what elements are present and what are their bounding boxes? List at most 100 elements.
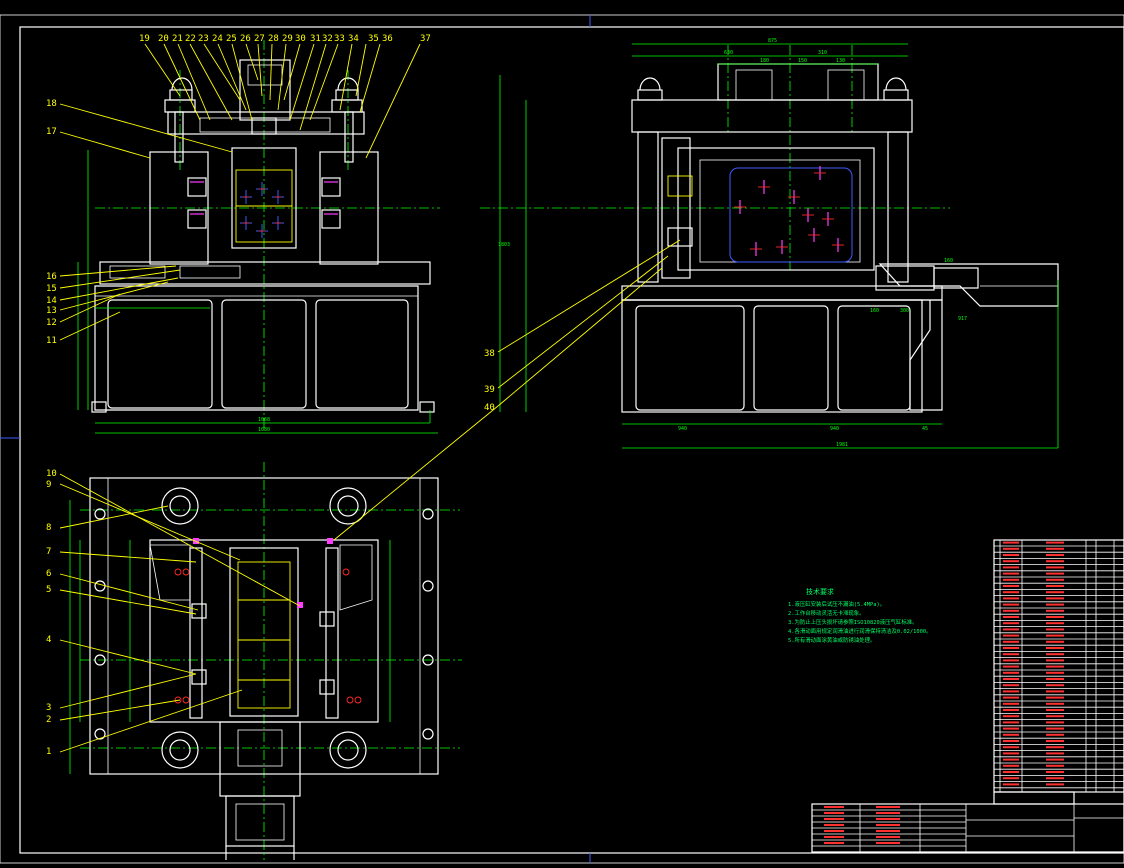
leader-lines bbox=[59, 43, 681, 753]
title-block-text-mark bbox=[876, 818, 900, 820]
part-label-11: 11 bbox=[46, 336, 57, 346]
parts-list-name-mark bbox=[1046, 653, 1064, 656]
parts-list-code-mark bbox=[1003, 709, 1019, 711]
parts-list-code-mark bbox=[1003, 622, 1019, 625]
part-label-6: 6 bbox=[46, 569, 51, 579]
front-view: 1068 1080 bbox=[77, 40, 440, 434]
dim-side-940b: 940 bbox=[830, 426, 839, 432]
parts-list-code-mark bbox=[1003, 578, 1019, 581]
parts-list-code-mark bbox=[1003, 665, 1019, 668]
part-label-23: 23 bbox=[198, 34, 209, 44]
part-label-5: 5 bbox=[46, 585, 51, 595]
part-label-36: 36 bbox=[382, 34, 393, 44]
title-block-text-mark bbox=[876, 806, 900, 808]
title-block-text-mark bbox=[876, 824, 900, 826]
part-label-25: 25 bbox=[226, 34, 237, 44]
parts-list-code-mark bbox=[1003, 653, 1019, 656]
part-label-1: 1 bbox=[46, 747, 51, 757]
parts-list-name-mark bbox=[1046, 771, 1064, 773]
tech-req-title: 技术要求 bbox=[806, 587, 834, 596]
parts-list-name-mark bbox=[1046, 585, 1064, 587]
dim-side-150: 150 bbox=[798, 58, 807, 64]
parts-list-code-mark bbox=[1003, 733, 1019, 736]
side-view: 875 630 310 180 150 130 940 940 45 1981 … bbox=[480, 38, 1059, 449]
parts-list-code-mark bbox=[1003, 547, 1019, 550]
parts-list-code-mark bbox=[1003, 597, 1019, 600]
part-label-28: 28 bbox=[268, 34, 279, 44]
part-label-21: 21 bbox=[172, 34, 183, 44]
title-block-text-mark bbox=[876, 830, 900, 832]
tech-req-line-4: 4.各滑动面用规定润滑油进行润滑保持清洁及0.02/1000。 bbox=[788, 627, 932, 635]
parts-list-code-mark bbox=[1003, 634, 1019, 637]
parts-list-code-mark bbox=[1003, 690, 1019, 693]
parts-list-name-mark bbox=[1046, 541, 1064, 544]
parts-list-name-mark bbox=[1046, 746, 1064, 749]
part-label-16: 16 bbox=[46, 272, 57, 282]
dim-side-917: 917 bbox=[958, 316, 967, 322]
parts-list-code-mark bbox=[1003, 771, 1019, 773]
part-label-20: 20 bbox=[158, 34, 169, 44]
title-block-text-mark bbox=[824, 842, 844, 844]
parts-list-code-mark bbox=[1003, 541, 1019, 544]
parts-list-name-mark bbox=[1046, 647, 1064, 649]
parts-list-name-mark bbox=[1046, 560, 1064, 563]
parts-list-name-mark bbox=[1046, 758, 1064, 761]
dim-side-180: 180 bbox=[760, 58, 769, 64]
part-labels-left-lower: 10 9 8 7 6 5 4 3 2 1 bbox=[46, 469, 57, 757]
parts-list-code-mark bbox=[1003, 721, 1019, 724]
parts-list-name-mark bbox=[1046, 783, 1064, 786]
parts-list-name-mark bbox=[1046, 628, 1064, 631]
part-label-38: 38 bbox=[484, 349, 495, 359]
parts-list-name-mark bbox=[1046, 659, 1064, 662]
title-block-text-mark bbox=[824, 806, 844, 808]
parts-list-name-mark bbox=[1046, 609, 1064, 612]
parts-list-code-mark bbox=[1003, 609, 1019, 612]
part-label-39: 39 bbox=[484, 385, 495, 395]
parts-list-name-mark bbox=[1046, 578, 1064, 581]
part-label-29: 29 bbox=[282, 34, 293, 44]
tech-req-line-5: 5.所有滑动面涂黄油或防锈油处理。 bbox=[788, 636, 875, 644]
tech-req-line-2: 2.工作台移动灵活无卡滞现象。 bbox=[788, 609, 865, 617]
part-label-27: 27 bbox=[254, 34, 265, 44]
part-label-40: 40 bbox=[484, 403, 495, 413]
parts-list-name-mark bbox=[1046, 727, 1064, 730]
part-label-17: 17 bbox=[46, 127, 57, 137]
parts-list-name-mark bbox=[1046, 690, 1064, 693]
part-label-22: 22 bbox=[185, 34, 196, 44]
dim-side-160a: 160 bbox=[944, 258, 953, 264]
parts-list-code-mark bbox=[1003, 647, 1019, 649]
dim-front-1068: 1068 bbox=[258, 417, 270, 423]
parts-list-code-mark bbox=[1003, 640, 1019, 643]
title-block-text-mark bbox=[824, 812, 844, 814]
part-label-34: 34 bbox=[348, 34, 359, 44]
parts-list-name-mark bbox=[1046, 671, 1064, 674]
parts-list-name-mark bbox=[1046, 709, 1064, 711]
parts-list-code-mark bbox=[1003, 746, 1019, 749]
parts-list-code-mark bbox=[1003, 702, 1019, 705]
parts-list-table bbox=[993, 539, 1124, 793]
part-label-10: 10 bbox=[46, 469, 57, 479]
part-labels-top: 19 20 21 22 23 24 25 26 27 28 29 30 31 3… bbox=[139, 34, 431, 44]
title-block-text-mark bbox=[824, 824, 844, 826]
parts-list-name-mark bbox=[1046, 634, 1064, 637]
parts-list-name-mark bbox=[1046, 777, 1064, 780]
parts-list-name-mark bbox=[1046, 733, 1064, 736]
part-label-14: 14 bbox=[46, 296, 57, 306]
part-label-33: 33 bbox=[334, 34, 345, 44]
tech-req-line-1: 1.液压缸安装后试压不漏油(5.4MPa)。 bbox=[788, 600, 885, 608]
parts-list-name-mark bbox=[1046, 566, 1064, 569]
parts-list-code-mark bbox=[1003, 740, 1019, 742]
parts-list-name-mark bbox=[1046, 740, 1064, 742]
parts-list-code-mark bbox=[1003, 591, 1019, 594]
parts-list-name-mark bbox=[1046, 665, 1064, 668]
parts-list-name-mark bbox=[1046, 752, 1064, 755]
part-label-31: 31 bbox=[310, 34, 321, 44]
parts-list-code-mark bbox=[1003, 752, 1019, 755]
parts-list-name-mark bbox=[1046, 547, 1064, 550]
parts-list-name-mark bbox=[1046, 572, 1064, 575]
parts-list-name-mark bbox=[1046, 603, 1064, 606]
part-label-2: 2 bbox=[46, 715, 51, 725]
part-label-19: 19 bbox=[139, 34, 150, 44]
parts-list-name-mark bbox=[1046, 591, 1064, 594]
title-block-text-mark bbox=[824, 830, 844, 832]
